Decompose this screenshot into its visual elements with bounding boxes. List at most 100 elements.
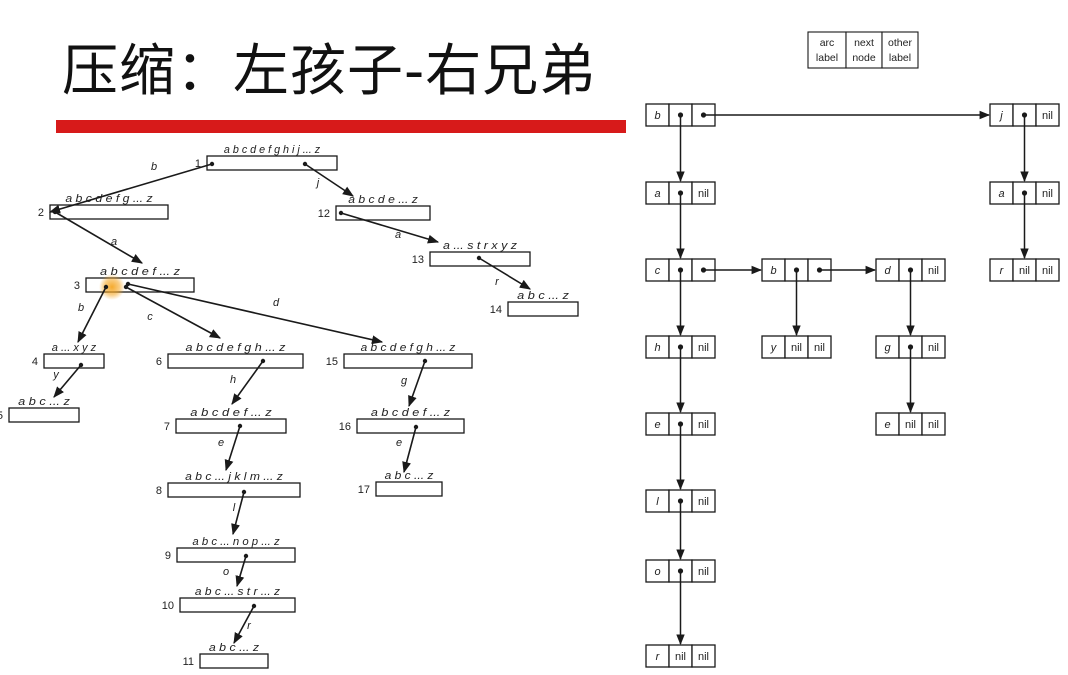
trie-edge-16-17: e	[396, 424, 419, 474]
trie-edge-6-7: h	[230, 358, 266, 405]
trie-node-number: 15	[326, 356, 338, 368]
edge-label: e	[218, 437, 224, 449]
trie-node-8: a b c ... j k l m ... z8	[156, 471, 301, 498]
trie-node-number: 7	[164, 421, 170, 433]
list-node-cell	[1035, 103, 1060, 127]
arc-label: a	[654, 188, 660, 200]
trie-edge-7-8: e	[218, 423, 243, 472]
trie-node-number: 5	[0, 410, 3, 422]
trie-edge-13-14: r	[476, 255, 531, 290]
arc-label: h	[654, 342, 660, 354]
arc-label: r	[1000, 265, 1005, 277]
nil-value: nil	[675, 651, 686, 663]
edge-label: r	[495, 276, 500, 288]
trie-node-alphabet: a ... x y z	[52, 342, 97, 354]
trie-edge-3-6: c	[123, 284, 221, 339]
trie-node-box	[375, 481, 443, 497]
edge-label: l	[233, 502, 236, 514]
edge-label: b	[151, 161, 157, 173]
arc-label: e	[884, 419, 890, 431]
trie-node-number: 9	[165, 550, 171, 562]
trie-node-alphabet: a b c d e ... z	[348, 194, 418, 206]
edge-label: h	[230, 374, 236, 386]
list-node-r2: r nil nil	[645, 644, 716, 668]
nil-value: nil	[928, 342, 939, 354]
trie-node-14: a b c ... z14	[490, 290, 579, 317]
trie-node-alphabet: a b c ... n o p ... z	[192, 536, 280, 548]
legend-cell-1: arc label	[807, 31, 847, 69]
trie-node-3: a b c d e f ... z3	[74, 266, 195, 293]
edge-arrow	[127, 283, 384, 345]
trie-node-box	[199, 653, 269, 669]
nil-value: nil	[698, 566, 709, 578]
list-node-cell	[691, 559, 716, 583]
arc-label: a	[998, 188, 1004, 200]
list-node-cell	[921, 258, 946, 282]
edge-label: a	[395, 229, 401, 241]
trie-node-1: a b c d e f g h i j ... z1	[195, 144, 338, 171]
nil-value: nil	[1019, 265, 1030, 277]
legend-cell-box	[845, 31, 883, 69]
edge-arrow	[224, 425, 241, 472]
trie-node-number: 13	[412, 254, 424, 266]
arc-label: r	[656, 651, 661, 663]
edge-label: g	[401, 375, 408, 387]
nil-value: nil	[698, 342, 709, 354]
edge-label: o	[223, 566, 229, 578]
trie-node-number: 8	[156, 485, 162, 497]
edge-arrow	[54, 211, 143, 264]
trie-node-number: 6	[156, 356, 162, 368]
trie-node-box	[176, 547, 296, 563]
trie-node-alphabet: a ... s t r x y z	[443, 240, 518, 252]
trie-node-box	[167, 482, 301, 498]
nil-value: nil	[1042, 265, 1053, 277]
nil-value: nil	[791, 342, 802, 354]
legend-cell-box	[881, 31, 919, 69]
trie-node-box	[179, 597, 296, 613]
trie-edge-12-13: a	[338, 210, 440, 244]
list-node-cell	[691, 412, 716, 436]
edge-arrow	[233, 605, 255, 644]
edge-arrow	[402, 426, 417, 474]
nil-value: nil	[1042, 110, 1053, 122]
legend-text: label	[816, 52, 838, 64]
list-node-cell	[1035, 181, 1060, 205]
trie-node-box	[343, 353, 473, 369]
trie-node-12: a b c d e ... z12	[318, 194, 431, 221]
trie-node-alphabet: a b c d e f ... z	[371, 407, 451, 419]
title-underline-bar	[56, 120, 626, 133]
edge-label: a	[111, 236, 117, 248]
trie-node-number: 11	[183, 656, 194, 668]
trie-node-box	[167, 353, 304, 369]
edge-label: e	[396, 437, 402, 449]
trie-node-2: a b c d e f g ... z2	[38, 193, 169, 220]
edge-arrow	[53, 364, 82, 398]
trie-node-7: a b c d e f ... z7	[164, 407, 287, 434]
list-node-cell	[921, 335, 946, 359]
trie-node-15: a b c d e f g h ... z 15	[326, 342, 473, 369]
nil-value: nil	[905, 419, 916, 431]
edge-label: j	[315, 177, 320, 189]
list-node-cell	[691, 335, 716, 359]
arc-label: d	[884, 265, 891, 277]
nil-value: nil	[698, 651, 709, 663]
trie-node-alphabet: a b c ... s t r ... z	[195, 586, 281, 598]
trie-node-number: 3	[74, 280, 80, 292]
nil-value: nil	[814, 342, 825, 354]
edge-label: c	[147, 311, 153, 323]
trie-node-number: 1	[195, 158, 201, 170]
trie-node-box	[356, 418, 465, 434]
arc-label: c	[655, 265, 661, 277]
legend-text: arc	[820, 37, 835, 49]
edge-dot	[125, 281, 131, 287]
legend-text: label	[889, 52, 911, 64]
arc-label: o	[654, 566, 660, 578]
trie-node-alphabet: a b c d e f g h ... z	[361, 342, 456, 354]
list-node-cell	[691, 644, 716, 668]
nil-value: nil	[928, 265, 939, 277]
legend-text: node	[852, 52, 876, 64]
